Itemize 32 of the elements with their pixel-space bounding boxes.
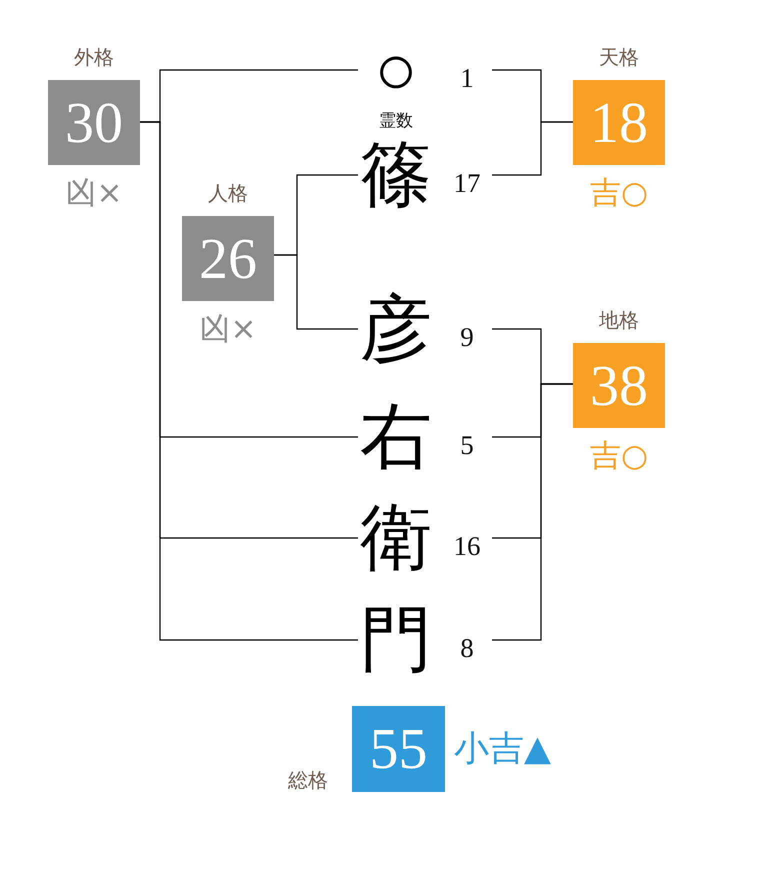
name-character: 彦: [359, 292, 433, 366]
name-character: ○: [373, 33, 419, 107]
name-character: 門: [359, 603, 433, 677]
score-box: 55: [352, 706, 445, 792]
score-box: 30: [48, 80, 140, 165]
stroke-count-label: 9: [459, 324, 475, 351]
score-box: 26: [182, 216, 274, 301]
verdict-label: 吉○: [588, 176, 650, 210]
stroke-count-label: 8: [459, 635, 475, 662]
caption-label: 霊数: [378, 112, 414, 129]
category-heading: 地格: [598, 307, 640, 333]
verdict-label: 吉○: [588, 439, 650, 473]
category-heading: 人格: [207, 180, 249, 206]
connector-line: [492, 121, 573, 176]
stroke-count-label: 16: [452, 533, 482, 560]
score-box: 38: [573, 343, 665, 428]
stroke-count-label: 5: [459, 432, 475, 459]
verdict-label: 小吉▲: [454, 730, 551, 768]
name-character: 篠: [359, 138, 433, 212]
connector-line: [492, 383, 573, 641]
stroke-count-label: 17: [452, 170, 482, 197]
name-character: 衛: [359, 501, 433, 575]
category-heading: 外格: [73, 44, 115, 70]
connector-line: [140, 121, 358, 641]
stroke-count-label: 1: [459, 65, 475, 92]
score-box: 18: [573, 80, 665, 165]
category-heading: 総格: [288, 767, 328, 793]
category-heading: 天格: [598, 44, 640, 70]
verdict-label: 凶×: [198, 312, 258, 346]
verdict-label: 凶×: [64, 176, 124, 210]
connector-line: [274, 254, 358, 330]
name-character: 右: [359, 400, 433, 474]
